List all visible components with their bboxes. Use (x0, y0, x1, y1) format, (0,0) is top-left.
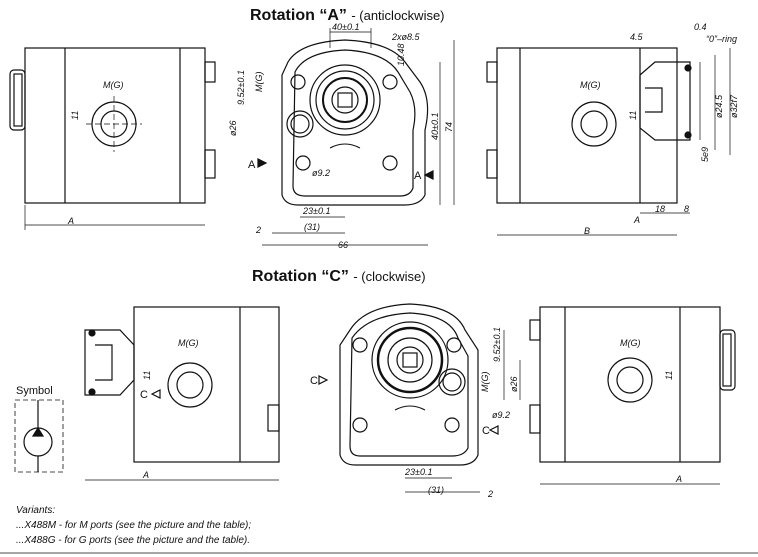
variants-line-2: ...X488G - for G ports (see the picture … (16, 535, 251, 546)
dim-952-bottom: 9.52±0.1 (492, 327, 502, 362)
top-left-side-view (9, 47, 216, 230)
rotation-a-title-text: Rotation “A” (250, 7, 347, 24)
bottom-right-side-view (529, 306, 736, 485)
dim-mg-top-right: M(G) (580, 80, 601, 90)
top-center-front-view (257, 28, 455, 246)
dim-11-top-left: 11 (70, 111, 80, 120)
dim-40-vert: 40±0.1 (430, 113, 440, 140)
dim-2-bottom: 2 (487, 489, 493, 499)
rotation-c-subtitle: - (clockwise) (353, 269, 426, 284)
top-right-side-view (486, 47, 731, 236)
symbol-label: Symbol (16, 385, 53, 397)
arrow-a-left: A (248, 159, 256, 171)
dim-5e9: 5e9 (700, 147, 710, 162)
dim-92-top: ø9.2 (312, 168, 330, 178)
dim-74: 74 (444, 122, 454, 132)
dim-952-top: 9.52±0.1 (236, 70, 246, 105)
bottom-left-side-view (84, 306, 280, 481)
dim-26-top: ø26 (228, 120, 238, 136)
rotation-c-title: Rotation “C” - (clockwise) (252, 268, 426, 286)
dim-8: 8 (684, 204, 689, 214)
dim-40-top: 40±0.1 (332, 22, 359, 32)
dim-mg-bottom-right: M(G) (620, 338, 641, 348)
dim-mg-bottom-left: M(G) (178, 338, 199, 348)
dim-mg-bottom: M(G) (480, 372, 490, 393)
arrow-a-right: A (414, 170, 422, 182)
rotation-a-subtitle: - (anticlockwise) (351, 8, 445, 23)
dim-mg-top-left: M(G) (103, 80, 124, 90)
dim-a-bottom-left: A (142, 470, 149, 480)
dim-66: 66 (338, 240, 348, 250)
dim-26-bottom: ø26 (509, 376, 519, 392)
dim-b-top-right: B (584, 226, 590, 236)
dim-31-bottom: (31) (428, 485, 444, 495)
bottom-center-front-view (318, 303, 521, 493)
dim-11-bottom-right: 11 (664, 371, 674, 380)
dim-31-top: (31) (304, 222, 320, 232)
pump-symbol-icon (14, 399, 64, 473)
dim-23-top: 23±0.1 (302, 206, 330, 216)
rotation-a-title: Rotation “A” - (anticlockwise) (250, 7, 445, 25)
oring-label: “0”–ring (706, 34, 737, 44)
dim-32: ø32f7 (729, 94, 739, 118)
dim-a-top-left: A (67, 216, 74, 226)
dim-mg-top: M(G) (254, 72, 264, 93)
dim-18: 18 (655, 204, 665, 214)
arrow-c-right: C (482, 425, 490, 437)
variants-heading: Variants: (16, 505, 56, 516)
dim-11-top-right: 11 (628, 111, 638, 120)
arrow-c-left: C (310, 375, 318, 387)
dim-2x85: 2xø8.5 (391, 32, 421, 42)
dim-11-bottom-left: 11 (142, 371, 152, 380)
variants-line-1: ...X488M - for M ports (see the picture … (16, 520, 252, 531)
rotation-c-title-text: Rotation “C” (252, 268, 349, 285)
dim-1048: 10.48 (396, 43, 406, 66)
arrow-c-side: C (140, 389, 148, 401)
dim-a-top-right: A (633, 215, 640, 225)
dim-a-bottom-right: A (675, 474, 682, 484)
dim-23-bottom: 23±0.1 (404, 467, 432, 477)
dim-45: 4.5 (630, 32, 644, 42)
dim-2-top: 2 (255, 225, 261, 235)
dim-245: ø24.5 (714, 94, 724, 118)
dim-04: 0.4 (694, 22, 707, 32)
dim-92-bottom: ø9.2 (492, 410, 510, 420)
